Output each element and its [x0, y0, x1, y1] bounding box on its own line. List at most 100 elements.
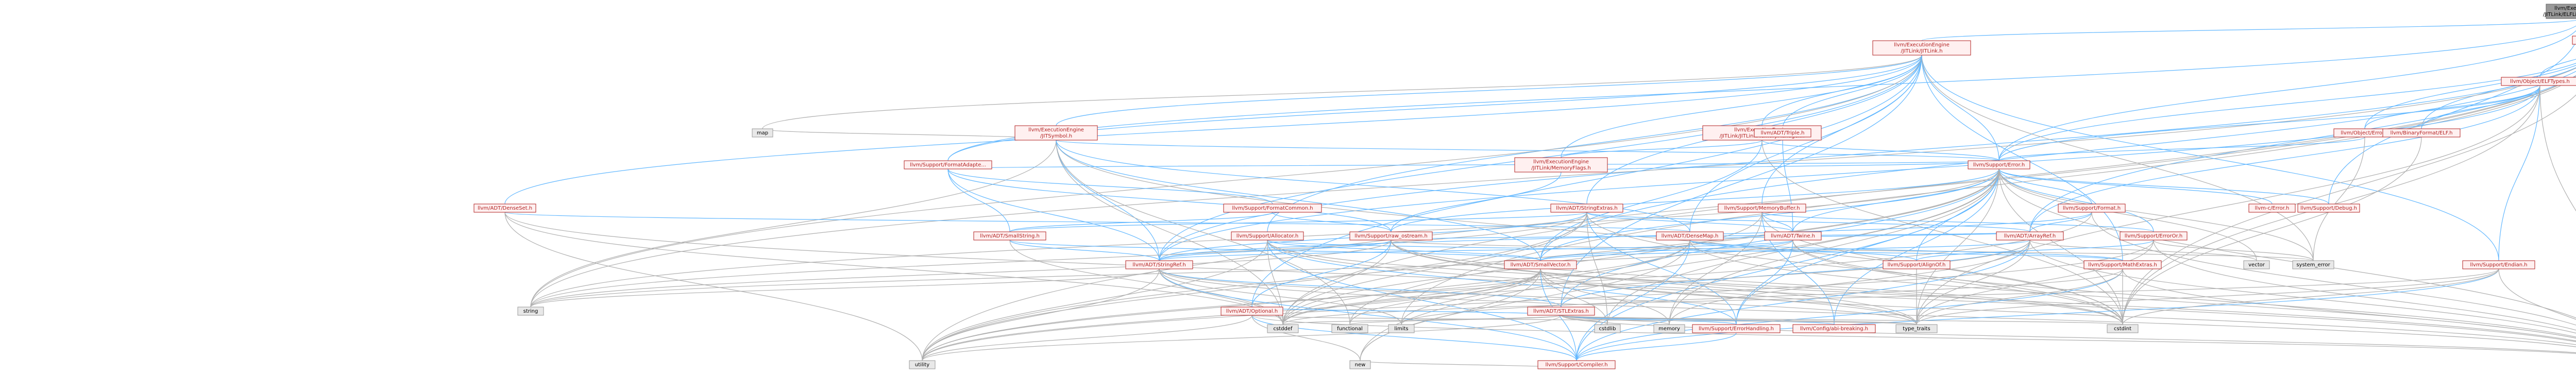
node-strextras-box: [1550, 203, 1623, 213]
node-vector-label: vector: [2248, 262, 2265, 268]
node-jitlink[interactable]: llvm/ExecutionEngine/JITLink/JITLink.h: [1872, 40, 1971, 56]
node-cerror[interactable]: llvm-c/Error.h: [2248, 203, 2296, 213]
node-optional[interactable]: llvm/ADT/Optional.h: [1221, 307, 1283, 316]
node-limits-label: limits: [1394, 326, 1408, 332]
node-format[interactable]: llvm/Support/Format.h: [2058, 203, 2126, 213]
node-rawost[interactable]: llvm/Support/raw_ostream.h: [1349, 231, 1433, 241]
node-errhandling[interactable]: llvm/Support/ErrorHandling.h: [1692, 324, 1781, 333]
edge-jitsymbol-to-functional: [1056, 140, 1350, 325]
node-memory-label: memory: [1658, 326, 1680, 332]
node-root-box: [2546, 4, 2576, 19]
node-functional-box: [1331, 324, 1368, 333]
node-jitlink-box: [1872, 40, 1971, 56]
edge-strextras-to-arrayref: [1586, 212, 2030, 232]
edge-endian-to-cstddef: [1282, 268, 2499, 325]
node-membuf-box: [1718, 203, 1806, 213]
node-stlextras[interactable]: llvm/ADT/STLExtras.h: [1527, 307, 1595, 316]
edge-rawost-to-cassert: [1391, 240, 2576, 342]
edge-objerror-to-error: [1998, 137, 2365, 161]
node-string-label: string: [523, 309, 538, 314]
edge-alloc-to-utility: [922, 240, 1268, 361]
node-endian[interactable]: llvm/Support/Endian.h: [2462, 260, 2535, 269]
node-utility[interactable]: utility: [909, 360, 936, 369]
edge-error-to-typetraits: [1916, 168, 1999, 325]
edge-smallstr-to-strref: [1009, 240, 1160, 261]
node-debug[interactable]: llvm/Support/Debug.h: [2297, 203, 2360, 213]
node-cstddef[interactable]: cstddef: [1267, 324, 1299, 333]
node-map[interactable]: map: [752, 128, 773, 138]
node-jitsymbol[interactable]: llvm/ExecutionEngine/JITSymbol.h: [1014, 125, 1098, 141]
node-alloc[interactable]: llvm/Support/Allocator.h: [1231, 231, 1304, 241]
edge-jitsymbol-to-error: [1056, 140, 1999, 161]
node-error[interactable]: llvm/Support/Error.h: [1968, 160, 2030, 169]
node-twine[interactable]: llvm/ADT/Twine.h: [1764, 231, 1822, 241]
node-smallstr[interactable]: llvm/ADT/SmallString.h: [973, 231, 1046, 241]
node-smallvec-label: llvm/ADT/SmallVector.h: [1511, 262, 1571, 268]
node-cfgbreak[interactable]: llvm/Config/abi-breaking.h: [1792, 324, 1876, 333]
node-alignof[interactable]: llvm/Support/AlignOf.h: [1883, 260, 1951, 269]
node-memflags[interactable]: llvm/ExecutionEngine/JITLink/MemoryFlags…: [1514, 157, 1608, 173]
node-typetraits[interactable]: type_traits: [1895, 324, 1938, 333]
node-erroror-box: [2120, 231, 2188, 241]
edge-format-to-cassert: [2091, 212, 2576, 326]
edge-densetset-to-typetraits: [504, 212, 1917, 325]
node-functional[interactable]: functional: [1331, 324, 1368, 333]
node-typetraits-label: type_traits: [1903, 326, 1930, 332]
node-cstddef-label: cstddef: [1274, 326, 1293, 332]
node-smallvec[interactable]: llvm/ADT/SmallVector.h: [1504, 260, 1577, 269]
edge-strref-to-typetraits: [1159, 268, 1917, 325]
edge-elftypes-to-strref: [1159, 85, 2540, 261]
node-strextras[interactable]: llvm/ADT/StringExtras.h: [1550, 203, 1623, 213]
edge-memflags-to-rawost: [1391, 172, 1562, 232]
edge-twine-to-strref: [1159, 240, 1793, 261]
node-mathext[interactable]: llvm/Support/MathExtras.h: [2083, 260, 2162, 269]
node-objelf-box: [2572, 36, 2576, 45]
node-format-label: llvm/Support/Format.h: [2063, 206, 2121, 211]
edge-rawost-to-cstddef: [1282, 240, 1392, 325]
edge-stlextras-to-cstdint: [1561, 315, 2123, 325]
node-map-label: map: [757, 130, 768, 136]
edge-alloc-to-mathext: [1267, 240, 2123, 261]
node-alignof-box: [1883, 260, 1951, 269]
node-binelf-label: llvm/BinaryFormat/ELF.h: [2391, 130, 2453, 136]
node-root-label: llvm/ExecutionEngine: [2554, 6, 2576, 11]
node-densetset[interactable]: llvm/ADT/DenseSet.h: [473, 203, 536, 213]
node-limits[interactable]: limits: [1388, 324, 1415, 333]
node-fmtadapt[interactable]: llvm/Support/FormatAdapte...: [904, 160, 992, 169]
node-memory[interactable]: memory: [1653, 324, 1685, 333]
node-compiler[interactable]: llvm/Support/Compiler.h: [1537, 360, 1616, 369]
node-vector[interactable]: vector: [2243, 260, 2270, 269]
node-triple[interactable]: llvm/ADT/Triple.h: [1754, 128, 1811, 138]
node-new[interactable]: new: [1349, 360, 1371, 369]
node-debug-label: llvm/Support/Debug.h: [2300, 206, 2357, 211]
edge-fmtcommon-to-rawost: [1272, 212, 1392, 232]
edge-objelf-to-arrayref: [2029, 75, 2576, 232]
edge-objerror-to-syserr: [2313, 137, 2365, 261]
node-rawost-label: llvm/Support/raw_ostream.h: [1354, 233, 1428, 239]
node-cstdint[interactable]: cstdint: [2107, 324, 2139, 333]
node-elftypes[interactable]: llvm/Object/ELFTypes.h: [2501, 77, 2576, 86]
node-erroror[interactable]: llvm/Support/ErrorOr.h: [2120, 231, 2188, 241]
edge-strref-to-string: [530, 268, 1160, 308]
node-objelf[interactable]: llvm/Object/ELF.h: [2572, 36, 2576, 45]
node-root[interactable]: llvm/ExecutionEngine/JITLink/ELFLinkGrap…: [2543, 4, 2576, 19]
node-densemap-label: llvm/ADT/DenseMap.h: [1662, 233, 1719, 239]
edge-fmtadapt-to-rawost: [947, 168, 1392, 232]
node-arrayref[interactable]: llvm/ADT/ArrayRef.h: [1996, 231, 2064, 241]
node-densemap[interactable]: llvm/ADT/DenseMap.h: [1656, 231, 1724, 241]
node-jitlink-label: /JITLink/JITLink.h: [1901, 48, 1942, 54]
node-syserr-label: system_error: [2296, 262, 2330, 268]
node-strref[interactable]: llvm/ADT/StringRef.h: [1125, 260, 1193, 269]
node-erroror-label: llvm/Support/ErrorOr.h: [2125, 233, 2182, 239]
node-membuf[interactable]: llvm/Support/MemoryBuffer.h: [1718, 203, 1806, 213]
node-binelf[interactable]: llvm/BinaryFormat/ELF.h: [2382, 128, 2461, 138]
node-cstdint-label: cstdint: [2114, 326, 2131, 332]
node-cstdlib[interactable]: cstdlib: [1594, 324, 1621, 333]
edge-membuf-to-erroror: [1761, 212, 2154, 232]
node-alloc-label: llvm/Support/Allocator.h: [1236, 233, 1298, 239]
node-fmtcommon[interactable]: llvm/Support/FormatCommon.h: [1223, 203, 1322, 213]
node-string[interactable]: string: [517, 307, 544, 316]
node-endian-label: llvm/Support/Endian.h: [2470, 262, 2527, 268]
node-syserr[interactable]: system_error: [2292, 260, 2334, 269]
